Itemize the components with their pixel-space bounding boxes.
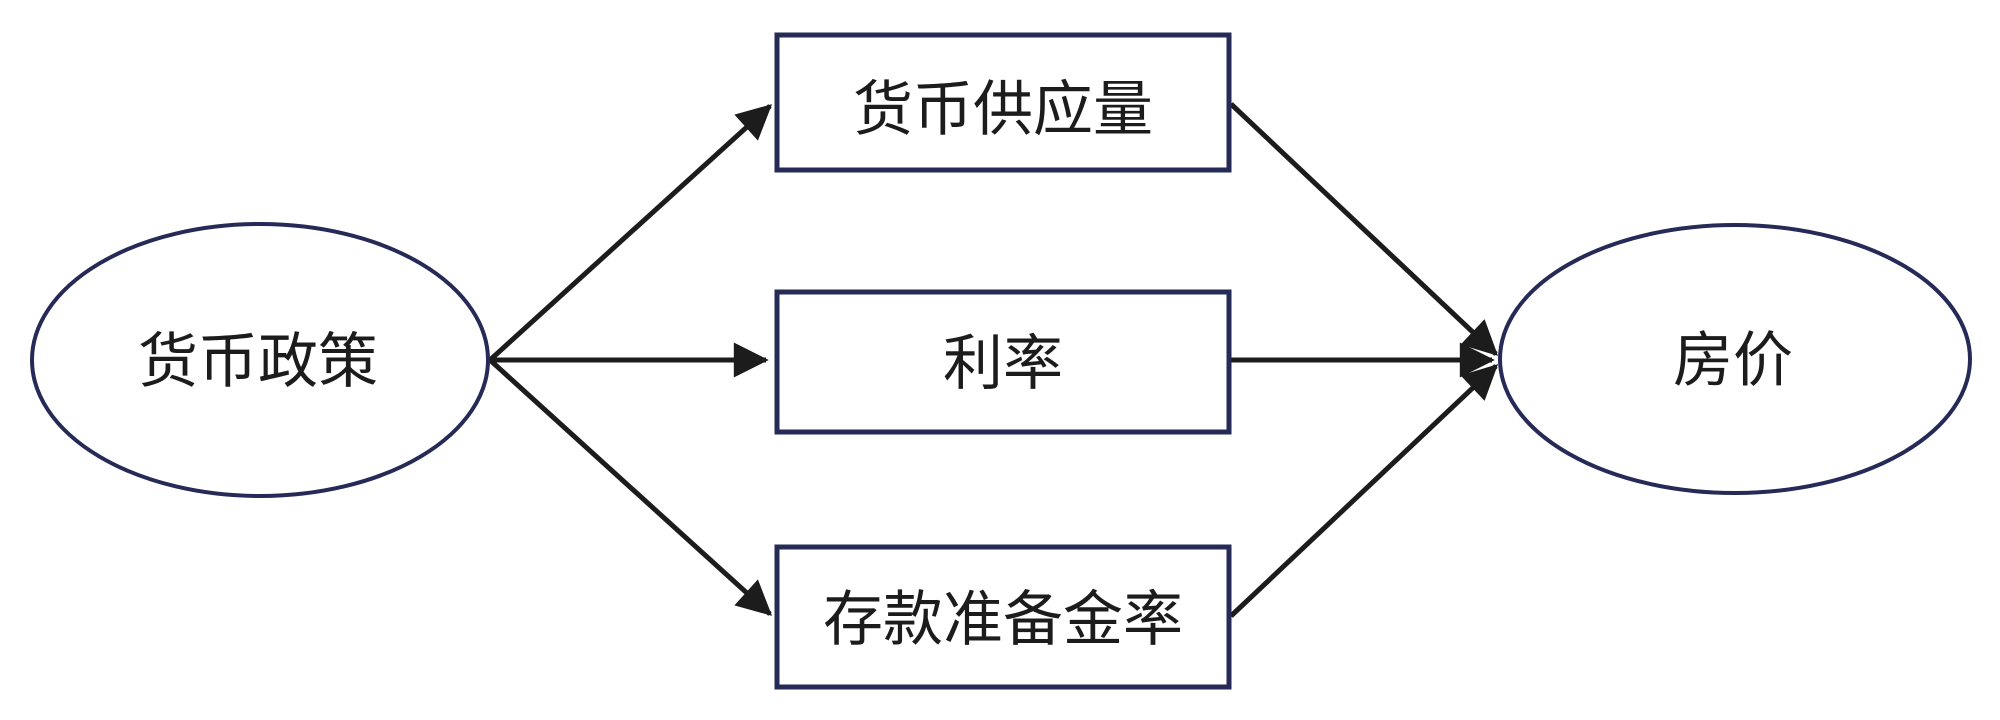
- monetary-policy-label: 货币政策: [138, 328, 378, 395]
- edges-group: [488, 102, 1499, 618]
- edge-policy-to-money-supply: [488, 104, 773, 362]
- node-money-supply: 货币供应量: [774, 32, 1232, 173]
- monetary-policy-ellipse: [30, 222, 490, 498]
- reserve-ratio-rect: [774, 544, 1232, 690]
- edge-money-supply-to-housing-price: [1229, 102, 1499, 356]
- housing-price-ellipse: [1498, 223, 1972, 495]
- node-housing-price: 房价: [1498, 223, 1972, 495]
- interest-rate-rect: [774, 289, 1232, 435]
- reserve-ratio-label: 存款准备金率: [823, 586, 1183, 653]
- money-supply-rect: [774, 32, 1232, 173]
- node-monetary-policy: 货币政策: [30, 222, 490, 498]
- housing-price-label: 房价: [1673, 327, 1793, 394]
- edge-reserve-ratio-to-housing-price: [1229, 364, 1499, 618]
- interest-rate-label: 利率: [943, 330, 1063, 397]
- edge-policy-to-reserve-ratio: [488, 358, 773, 616]
- node-interest-rate: 利率: [774, 289, 1232, 435]
- money-supply-label: 货币供应量: [853, 76, 1153, 143]
- node-reserve-ratio: 存款准备金率: [774, 544, 1232, 690]
